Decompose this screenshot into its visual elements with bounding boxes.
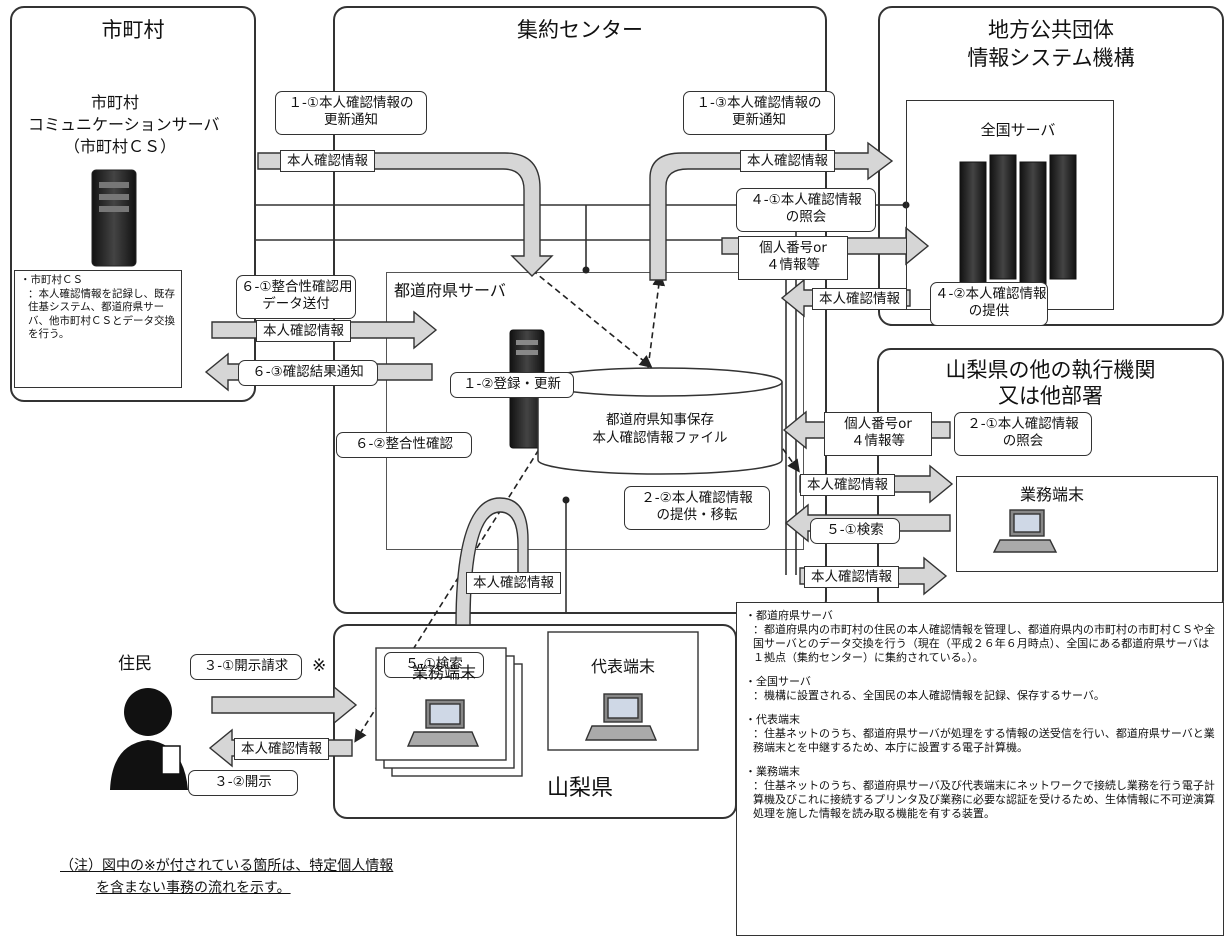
legend-box: ・都道府県サーバ ：都道府県内の市町村の住民の本人確認情報を管理し、都道府県内の… [736,602,1224,936]
number-or-4info-2-line-2: ４情報等 [851,433,905,449]
step-2-2-callout: ２-②本人確認情報 の提供・移転 [624,486,770,530]
other-agency-terminal-label: 業務端末 [1020,485,1085,504]
step-4-1-line-2: の照会 [785,209,827,225]
municipal-cs-label-2: コミュニケーションサーバ [28,115,220,134]
legend-national-server-head: ・全国サーバ [745,675,811,688]
municipality-title: 市町村 [101,18,165,42]
municipal-cs-note-head: ・市町村ＣＳ [20,274,83,286]
step-4-1-callout: ４-①本人確認情報 の照会 [736,188,876,232]
step-1-1-callout: １-①本人確認情報の 更新通知 [275,91,427,135]
step-5-1-other-callout: ５-①検索 [810,518,900,544]
step-2-1-callout: ２-①本人確認情報 の照会 [954,412,1092,456]
municipal-cs-note: ・市町村ＣＳ ：本人確認情報を記録し、既存住基システム、都道府県サーバ、他市町村… [14,270,182,388]
legend-work-terminal-body: ：住基ネットのうち、都道府県サーバ及び代表端末にネットワークで接続し業務を行う電… [753,779,1215,820]
step-1-3-callout: １-③本人確認情報の 更新通知 [683,91,835,135]
arrow-label-id-info-3: 本人確認情報 [812,288,907,310]
step-1-1-line-2: 更新通知 [324,112,378,128]
legend-rep-terminal-head: ・代表端末 [745,713,800,726]
arrow-label-id-info-2: 本人確認情報 [740,150,835,172]
number-or-4info-1-line-1: 個人番号or [759,240,827,256]
center-title: 集約センター [517,18,643,42]
step-2-1-line-1: ２-①本人確認情報 [967,416,1079,432]
national-server-frame [906,100,1114,310]
resident-label: 住民 [118,654,152,674]
arrow-label-number-or-4info-2: 個人番号or ４情報等 [824,412,932,456]
step-6-1-line-2: データ送付 [262,296,330,312]
arrow-label-id-info-4: 本人確認情報 [256,320,351,342]
db-label-1: 都道府県知事保存 [606,412,714,428]
step-6-3-callout: ６-③確認結果通知 [238,360,378,386]
legend-work-terminal-head: ・業務端末 [745,765,800,778]
step-4-2-line-1: ４-②本人確認情報 [935,286,1047,302]
step-2-2-line-2: の提供・移転 [656,507,738,523]
step-3-1-asterisk: ※ [312,656,327,676]
step-6-1-line-1: ６-①整合性確認用 [241,279,353,295]
municipal-cs-label-1: 市町村 [90,93,139,112]
arrow-label-number-or-4info-1: 個人番号or ４情報等 [738,236,848,280]
footnote-line-1: （注）図中の※が付されている箇所は、特定個人情報 [60,858,394,874]
step-4-2-line-2: の提供 [968,303,1010,319]
legend-rep-terminal-body: ：住基ネットのうち、都道府県サーバが処理をする情報の送受信を行い、都道府県サーバ… [753,727,1215,754]
legend-pref-server-body: ：都道府県内の市町村の住民の本人確認情報を管理し、都道府県内の市町村の市町村ＣＳ… [753,623,1215,664]
municipal-cs-note-body: ：本人確認情報を記録し、既存住基システム、都道府県サーバ、他市町村ＣＳとデータ交… [28,287,175,341]
legend-pref-server-head: ・都道府県サーバ [745,609,833,622]
legend-item: ・全国サーバ ：機構に設置される、全国民の本人確認情報を記録、保存するサーバ。 [745,675,1215,703]
legend-national-server-body: ：機構に設置される、全国民の本人確認情報を記録、保存するサーバ。 [753,689,1105,702]
other-agency-title-1: 山梨県の他の執行機関 [945,358,1156,382]
legend-item: ・代表端末 ：住基ネットのうち、都道府県サーバが処理をする情報の送受信を行い、都… [745,713,1215,755]
jlis-title-1: 地方公共団体 [988,18,1114,42]
prefecture-title: 山梨県 [546,776,613,801]
arrow-label-id-info-8: 本人確認情報 [234,738,329,760]
step-5-1-pref-callout: ５-①検索 [384,652,484,678]
arrow-label-id-info-1: 本人確認情報 [280,150,375,172]
pref-work-terminal-label: 業務端末 [411,663,476,682]
legend-item: ・都道府県サーバ ：都道府県内の市町村の住民の本人確認情報を管理し、都道府県内の… [745,609,1215,665]
step-1-3-line-2: 更新通知 [732,112,786,128]
step-1-1-line-1: １-①本人確認情報の [288,95,414,111]
step-1-2-callout: １-②登録・更新 [450,372,574,398]
other-agency-title-2: 又は他部署 [998,384,1103,408]
step-4-1-line-1: ４-①本人確認情報 [750,192,862,208]
other-agency-terminal-frame [956,476,1218,572]
national-server-label: 全国サーバ [980,121,1056,139]
step-3-1-callout: ３-①開示請求 [190,654,302,680]
step-2-1-line-2: の照会 [1002,433,1044,449]
step-3-2-callout: ３-②開示 [188,770,298,796]
step-6-1-callout: ６-①整合性確認用 データ送付 [236,275,356,319]
arrow-label-id-info-7: 本人確認情報 [466,572,561,594]
pref-server-label: 都道府県サーバ [394,281,506,300]
municipal-cs-label-3: （市町村ＣＳ） [63,137,176,156]
footnote-line-2: を含まない事務の流れを示す。 [96,880,291,896]
jlis-title-2: 情報システム機構 [967,46,1135,70]
number-or-4info-2-line-1: 個人番号or [844,416,912,432]
db-label-2: 本人確認情報ファイル [592,430,728,446]
arrow-label-id-info-5: 本人確認情報 [800,474,895,496]
step-2-2-line-1: ２-②本人確認情報 [641,490,753,506]
number-or-4info-1-line-2: ４情報等 [766,257,820,273]
arrow-label-id-info-6: 本人確認情報 [804,566,899,588]
rep-terminal-label: 代表端末 [590,657,655,676]
step-6-2-callout: ６-②整合性確認 [336,432,472,458]
step-4-2-callout: ４-②本人確認情報 の提供 [930,282,1048,326]
step-1-3-line-1: １-③本人確認情報の [696,95,822,111]
legend-item: ・業務端末 ：住基ネットのうち、都道府県サーバ及び代表端末にネットワークで接続し… [745,765,1215,821]
